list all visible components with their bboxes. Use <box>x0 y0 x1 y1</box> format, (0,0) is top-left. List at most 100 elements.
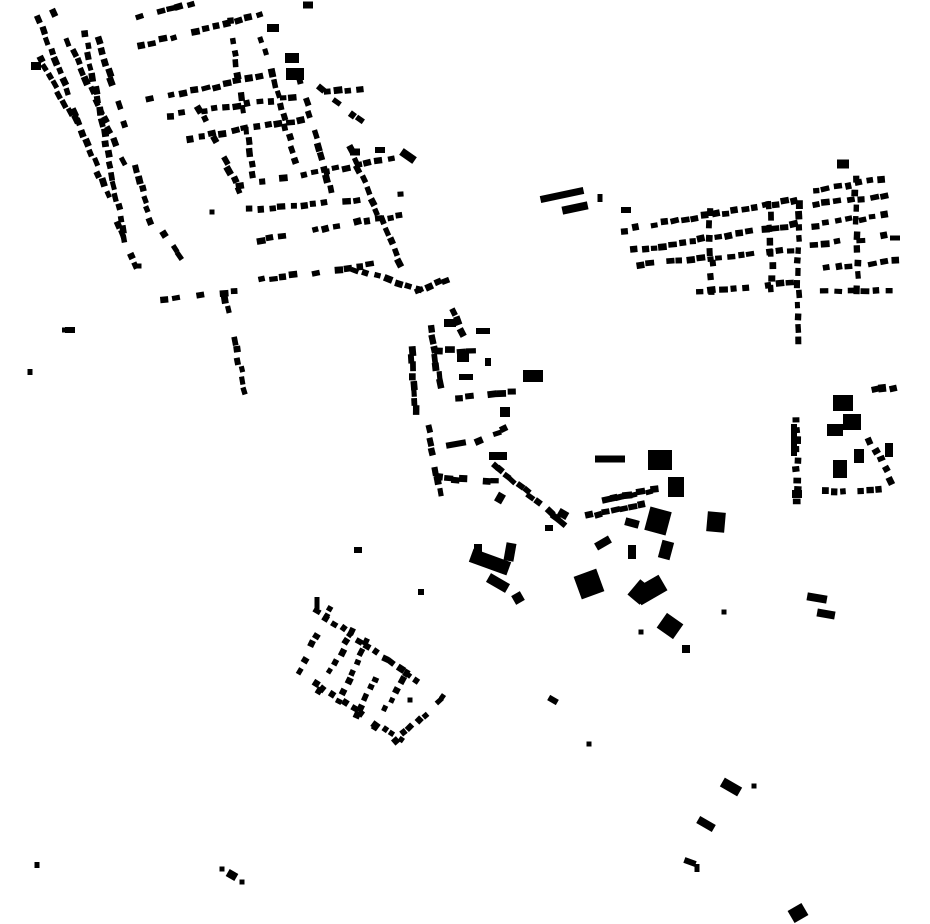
building <box>352 710 362 720</box>
building <box>619 505 629 513</box>
building <box>207 129 217 138</box>
building <box>220 294 229 305</box>
building <box>573 568 605 600</box>
building <box>77 66 86 77</box>
building <box>399 727 408 737</box>
building <box>54 90 63 101</box>
building <box>833 460 847 478</box>
building <box>337 647 348 658</box>
building <box>443 474 454 482</box>
building <box>741 205 750 213</box>
building <box>201 24 210 33</box>
building <box>115 202 124 211</box>
building <box>843 414 861 430</box>
building <box>489 452 507 460</box>
building <box>278 174 288 182</box>
building <box>586 741 592 747</box>
building <box>170 244 180 254</box>
building <box>167 91 175 99</box>
building <box>408 373 416 381</box>
building <box>265 234 274 242</box>
building <box>834 217 842 224</box>
building <box>372 207 380 217</box>
building <box>709 259 717 267</box>
building <box>707 272 714 281</box>
building <box>775 246 784 254</box>
building <box>875 485 882 493</box>
building <box>229 37 237 45</box>
building <box>209 209 215 215</box>
building <box>468 548 512 576</box>
building <box>40 63 49 73</box>
building <box>853 175 860 183</box>
building <box>515 481 526 491</box>
building <box>71 113 81 125</box>
building <box>353 658 362 666</box>
building <box>330 620 339 629</box>
building <box>363 217 371 225</box>
building <box>723 231 733 240</box>
building <box>785 279 795 286</box>
building <box>835 262 843 271</box>
building <box>779 196 790 205</box>
building <box>495 464 505 475</box>
building <box>300 201 309 210</box>
building <box>177 109 186 116</box>
building <box>115 100 124 111</box>
building <box>36 54 46 64</box>
building <box>274 89 282 99</box>
building <box>705 220 713 229</box>
building <box>361 637 370 647</box>
building <box>227 17 235 25</box>
building <box>347 626 356 636</box>
building <box>436 378 445 389</box>
building <box>434 347 443 355</box>
building <box>879 192 889 200</box>
building <box>394 257 405 269</box>
building <box>373 156 383 165</box>
building <box>793 279 801 289</box>
building <box>750 203 758 212</box>
building <box>314 686 324 696</box>
building <box>230 175 240 185</box>
building <box>595 455 625 463</box>
building <box>771 201 780 209</box>
building <box>549 511 561 523</box>
building <box>851 189 859 197</box>
building <box>321 613 330 623</box>
building <box>387 155 396 162</box>
building <box>694 864 700 872</box>
building <box>868 213 876 220</box>
building <box>222 79 232 88</box>
building <box>706 247 713 257</box>
building <box>767 249 774 257</box>
building <box>50 55 61 67</box>
building <box>280 112 289 122</box>
building <box>316 151 326 161</box>
building <box>33 14 43 25</box>
building <box>388 696 396 704</box>
building <box>411 398 418 406</box>
building <box>648 450 672 470</box>
building <box>245 205 253 212</box>
building <box>485 573 511 593</box>
building <box>81 29 89 38</box>
building <box>819 288 829 294</box>
building <box>190 27 201 36</box>
building <box>344 676 354 686</box>
building <box>425 424 434 434</box>
building <box>711 209 721 218</box>
building <box>315 83 327 94</box>
building <box>273 119 283 128</box>
building <box>636 261 645 270</box>
building <box>767 284 774 293</box>
building <box>97 117 106 128</box>
building <box>456 327 467 338</box>
building <box>854 259 862 267</box>
building <box>198 133 206 140</box>
building <box>455 395 464 402</box>
building <box>523 370 543 382</box>
building <box>325 604 334 613</box>
building <box>120 234 128 243</box>
building <box>381 725 390 734</box>
